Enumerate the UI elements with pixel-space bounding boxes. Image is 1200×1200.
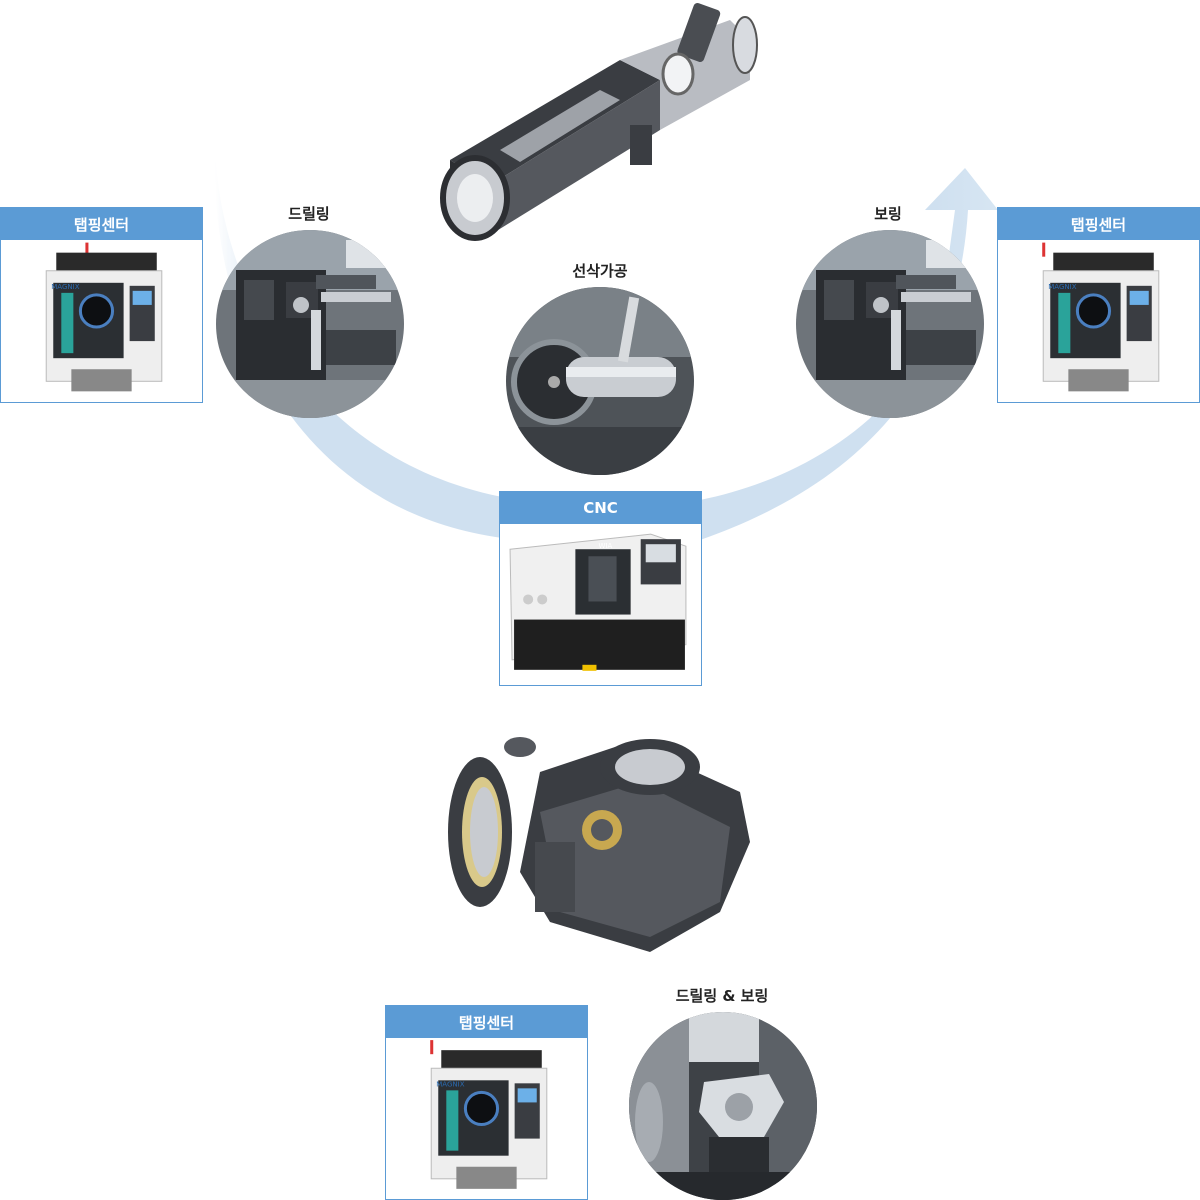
drill-bore-photo <box>629 1012 817 1200</box>
tapping-center-machine-image: MAGNIX <box>1 240 202 402</box>
card-title: 탭핑센터 <box>998 208 1199 240</box>
tapping-center-machine-image: MAGNIX <box>998 240 1199 402</box>
brand-text: MAGNIX <box>51 282 79 291</box>
turning-photo <box>506 287 694 475</box>
card-title: CNC <box>500 492 701 524</box>
drilling-photo <box>216 230 404 418</box>
brand-text: MAGNIX <box>436 1079 464 1088</box>
card-title: 탭핑센터 <box>386 1006 587 1038</box>
brand-text: WIA <box>598 541 612 550</box>
drill-bore-label: 드릴링 & 보링 <box>675 987 769 1005</box>
tapping-center-card-left: 탭핑센터 MAGNIX <box>0 207 203 403</box>
housing-part-image <box>448 737 750 952</box>
drilling-label: 드릴링 <box>288 205 330 223</box>
shaft-part-image <box>440 2 758 241</box>
turning-label: 선삭가공 <box>572 262 628 280</box>
cnc-lathe-image: WIA <box>500 524 701 685</box>
brand-text: MAGNIX <box>1048 282 1076 291</box>
boring-label: 보링 <box>874 205 902 223</box>
cnc-card: CNC WIA <box>499 491 702 686</box>
tapping-center-card-bottom: 탭핑센터 MAGNIX <box>385 1005 588 1200</box>
card-title: 탭핑센터 <box>1 208 202 240</box>
boring-photo <box>796 230 984 418</box>
tapping-center-machine-image: MAGNIX <box>386 1038 587 1199</box>
tapping-center-card-right: 탭핑센터 MAGNIX <box>997 207 1200 403</box>
